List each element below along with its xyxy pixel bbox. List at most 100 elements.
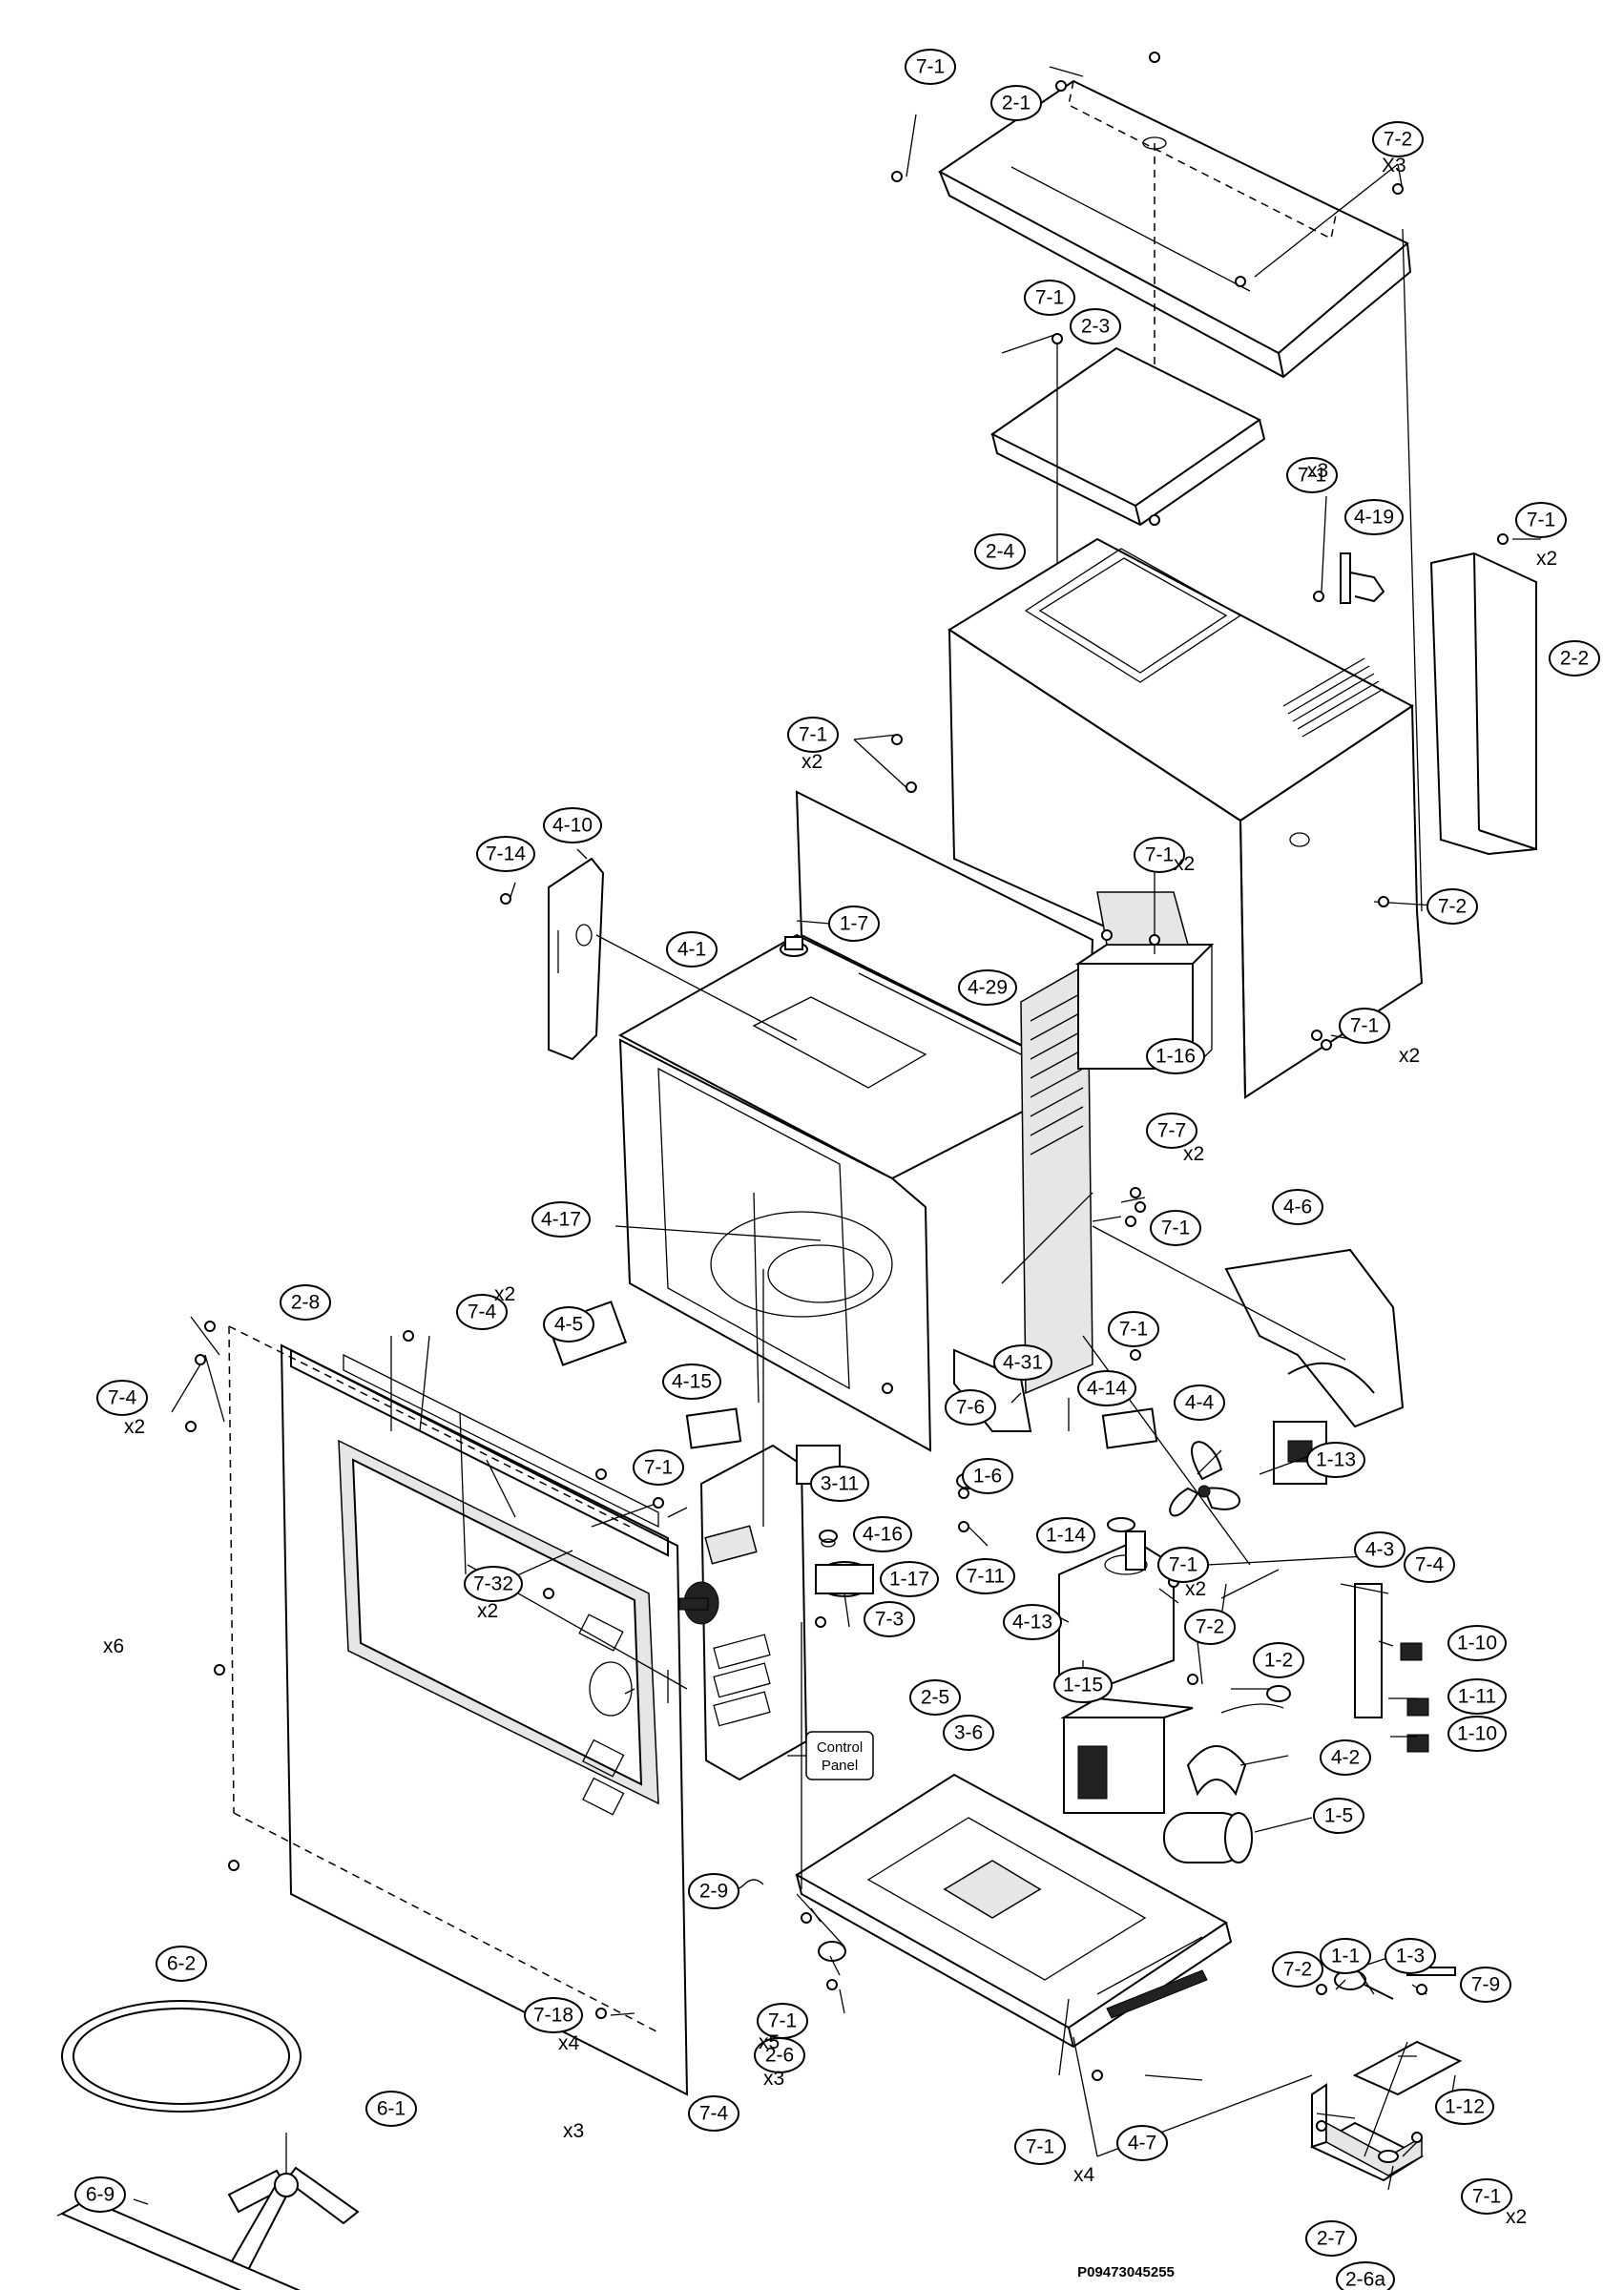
- label-text: 2-6a: [1345, 2269, 1385, 2290]
- part-label-2-6: 2-6: [754, 2037, 805, 2073]
- part-label-1-10: 1-10: [1447, 1716, 1507, 1752]
- part-drawings: [56, 52, 1541, 2290]
- label-text: 1-1: [1331, 1946, 1360, 1967]
- label-oval: [1313, 1798, 1364, 1834]
- label-text: 6-1: [377, 2098, 406, 2120]
- label-oval: [787, 717, 839, 753]
- part-label-7-1: 7-1: [1339, 1008, 1390, 1044]
- label-oval: [280, 1284, 331, 1321]
- label-text: 7-2: [1283, 1959, 1312, 1981]
- label-text: 2-5: [921, 1687, 949, 1709]
- label-oval: [974, 533, 1026, 570]
- label-text: 4-19: [1354, 507, 1394, 529]
- quantity-note: x2: [1399, 1045, 1420, 1067]
- label-text: 4-16: [863, 1524, 903, 1546]
- quantity-note: x4: [1073, 2164, 1095, 2186]
- part-label-1-7: 1-7: [828, 906, 880, 942]
- label-text: 4-13: [1012, 1612, 1052, 1634]
- label-oval: [1014, 2129, 1066, 2165]
- transformer: [1060, 1697, 1194, 1814]
- label-text: 4-15: [672, 1371, 712, 1393]
- roller-stay: [227, 2133, 360, 2276]
- part-label-3-6: 3-6: [943, 1715, 994, 1751]
- label-oval: [1272, 1951, 1323, 1988]
- label-oval: [633, 1449, 684, 1486]
- label-text: 2-6: [765, 2045, 794, 2067]
- quantity-note: x3: [763, 2068, 784, 2090]
- label-oval: [1305, 2220, 1357, 2257]
- quantity-note: x2: [494, 1283, 515, 1305]
- label-oval: [1460, 1967, 1511, 2003]
- part-label-7-7: 7-7: [1146, 1113, 1197, 1149]
- part-label-4-29: 4-29: [958, 969, 1017, 1006]
- label-text: 4-4: [1185, 1392, 1215, 1414]
- label-text: 1-5: [1324, 1805, 1353, 1827]
- label-text: 7-11: [967, 1566, 1005, 1588]
- label-text: 4-1: [677, 939, 706, 961]
- part-label-4-5: 4-5: [543, 1306, 594, 1343]
- label-oval: [956, 1558, 1015, 1594]
- label-oval: [828, 906, 880, 942]
- label-oval: [1447, 1625, 1507, 1661]
- part-label-7-1: 7-1: [1134, 837, 1185, 873]
- label-oval: [1426, 888, 1478, 925]
- part-label-7-3: 7-3: [864, 1601, 915, 1637]
- part-label-4-13: 4-13: [1003, 1604, 1062, 1640]
- label-oval: [1461, 2178, 1512, 2215]
- part-label-7-2: 7-2: [1372, 121, 1424, 157]
- part-label-1-14: 1-14: [1036, 1517, 1095, 1553]
- label-text: 1-2: [1264, 1650, 1293, 1672]
- turntable-motor: [815, 1530, 874, 1597]
- part-label-7-1: 7-1: [787, 717, 839, 753]
- label-text: 7-1: [768, 2010, 797, 2032]
- instruction-sheet: [56, 2197, 301, 2290]
- roller-ring: [61, 2000, 302, 2113]
- label-text: 7-1: [1527, 510, 1555, 531]
- quantity-note: x3: [563, 2120, 584, 2142]
- label-text: 1-17: [889, 1569, 929, 1591]
- label-oval: [543, 807, 602, 843]
- magnetron: [1074, 891, 1215, 1070]
- quantity-note: x4: [558, 2032, 580, 2054]
- label-oval: [958, 969, 1017, 1006]
- label-text: 4-6: [1283, 1197, 1312, 1218]
- label-text: 4-29: [968, 977, 1008, 999]
- part-label-4-16: 4-16: [853, 1516, 912, 1552]
- label-oval: [688, 2095, 739, 2132]
- quantity-note: x2: [1174, 853, 1195, 875]
- label-text: 7-1: [799, 724, 827, 746]
- part-label-4-7: 4-7: [1116, 2125, 1168, 2161]
- part-label-1-12: 1-12: [1435, 2089, 1494, 2125]
- label-oval: [662, 1364, 721, 1400]
- shield-plate: [990, 334, 1266, 658]
- label-text: 2-1: [1002, 93, 1031, 114]
- label-oval: [543, 1306, 594, 1343]
- label-text: 7-3: [875, 1609, 904, 1631]
- label-oval: [1336, 2261, 1395, 2290]
- part-label-7-1: 7-1: [1014, 2129, 1066, 2165]
- label-oval: [990, 85, 1042, 121]
- label-text: 7-1: [1035, 287, 1064, 309]
- label-oval: [531, 1201, 591, 1238]
- quantity-note: x6: [103, 1635, 124, 1657]
- label-oval: [1053, 1667, 1113, 1703]
- lower-plate: [1309, 2083, 1425, 2182]
- part-label-7-1: 7-1: [1024, 280, 1075, 316]
- label-text: 4-31: [1003, 1352, 1043, 1374]
- part-label-4-6: 4-6: [1272, 1189, 1323, 1225]
- part-label-7-4: 7-4: [96, 1380, 148, 1416]
- label-oval: [688, 1873, 739, 1909]
- air-duct: [1224, 1248, 1405, 1428]
- part-label-1-17: 1-17: [880, 1561, 939, 1597]
- label-oval: [1077, 1370, 1136, 1406]
- label-text: 4-14: [1087, 1378, 1127, 1400]
- quantity-note: x2: [1506, 2206, 1527, 2228]
- label-oval: [1174, 1384, 1225, 1421]
- part-label-7-11: 7-11: [956, 1558, 1015, 1594]
- label-text: 3-11: [821, 1473, 859, 1495]
- fan-duct: [1058, 1539, 1175, 1691]
- label-oval: [905, 49, 956, 85]
- label-text: 6-9: [86, 2184, 115, 2206]
- part-label-2-2: 2-2: [1549, 640, 1600, 677]
